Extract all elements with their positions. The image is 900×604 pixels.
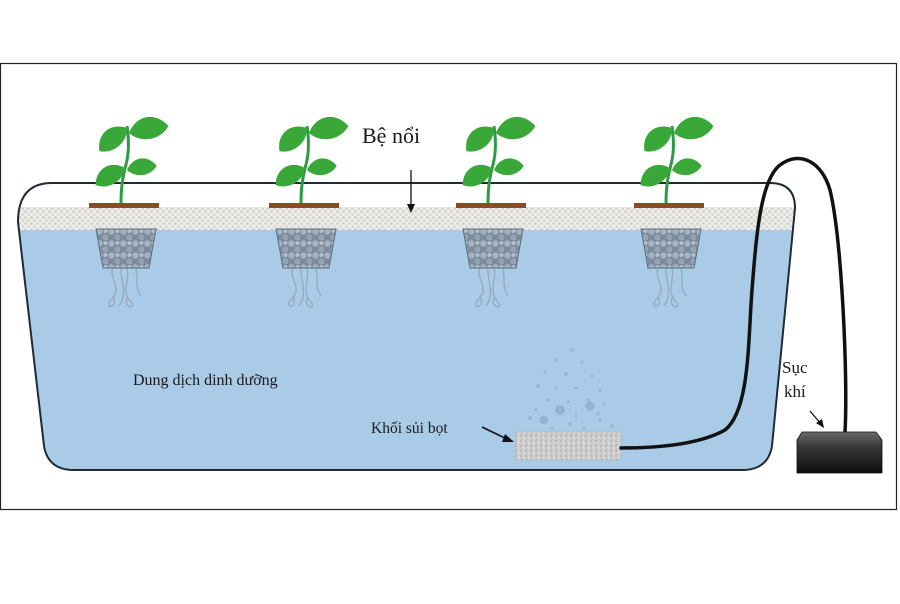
label-aeration-1: Sục [782, 358, 808, 377]
bubble [598, 388, 602, 392]
figure-frame [0, 62, 898, 511]
leaf [496, 116, 536, 140]
bubble [536, 384, 540, 388]
arrowhead-aeration [816, 419, 824, 428]
bubble [585, 401, 595, 411]
bubble [546, 398, 550, 402]
stem [664, 125, 675, 204]
bubble [574, 414, 578, 418]
tank-outline [16, 182, 797, 471]
net-pot [95, 228, 157, 269]
cup-rim [89, 203, 159, 208]
bubble [570, 348, 574, 352]
net-pot [462, 228, 524, 269]
arrowhead-air-stone [502, 434, 514, 442]
arrowhead-float-raft [407, 204, 415, 213]
bubble [590, 374, 594, 378]
leaf [640, 164, 670, 187]
leaf [466, 126, 495, 152]
plants-group [89, 116, 714, 308]
bubble [555, 405, 565, 415]
bubble [566, 400, 570, 404]
net-pot [640, 228, 702, 269]
cup-rim [269, 203, 339, 208]
air-pump [796, 431, 883, 474]
stem [119, 125, 130, 204]
bubble [564, 372, 568, 376]
bubble [539, 415, 549, 425]
leaf [309, 116, 349, 140]
leaf [672, 158, 702, 176]
plant-3 [456, 116, 536, 308]
label-float-raft: Bệ nổi [362, 123, 420, 148]
leaf [494, 158, 524, 176]
leaf [462, 164, 492, 187]
label-nutrient-solution: Dung dịch dinh dưỡng [133, 372, 278, 389]
bubble [550, 426, 554, 430]
float-raft [18, 207, 795, 230]
bubble [580, 360, 584, 364]
stem [486, 125, 497, 204]
bubble [543, 370, 547, 374]
air-bubbles [528, 348, 614, 430]
leaf [307, 158, 337, 176]
leaf [95, 164, 125, 187]
cup-rim [634, 203, 704, 208]
plant-2 [269, 116, 349, 308]
air-tube [619, 156, 848, 450]
net-pot [275, 228, 337, 269]
air-stone [514, 431, 622, 461]
bubble [582, 426, 586, 430]
bubble [586, 398, 590, 402]
bubble [534, 408, 538, 412]
leaf [644, 126, 673, 152]
bubble [554, 358, 558, 362]
bubble [598, 418, 602, 422]
plant-4 [634, 116, 714, 308]
cup-rim [456, 203, 526, 208]
plant-1 [89, 116, 169, 308]
leaf [279, 126, 308, 152]
bubble [602, 402, 606, 406]
leaf [129, 116, 169, 140]
label-air-stone: Khối sủi bọt [371, 420, 448, 437]
bubble [610, 424, 614, 428]
leaf [275, 164, 305, 187]
bubble [596, 412, 600, 416]
leaf [99, 126, 128, 152]
bubble [554, 386, 558, 390]
bubble [568, 422, 572, 426]
leaf [127, 158, 157, 176]
bubble [528, 416, 532, 420]
stem [299, 125, 310, 204]
label-aeration-2: khí [784, 382, 806, 401]
tank [16, 182, 797, 471]
leaf [674, 116, 714, 140]
bubble [574, 386, 578, 390]
